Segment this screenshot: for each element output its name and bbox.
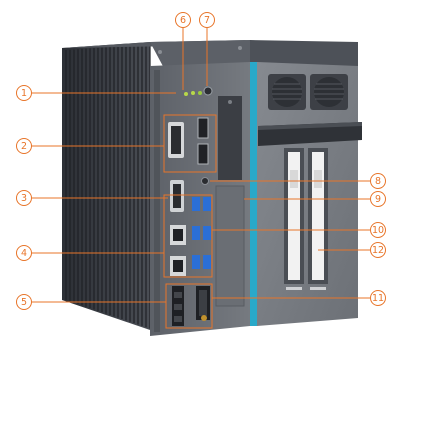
hdmi-port-1 [197,117,209,139]
lan-port-1 [170,225,186,245]
slot-cover [218,96,242,180]
pcie-slot-2 [308,148,328,284]
callout-marker-12: 12 [370,242,386,258]
callout-marker-5: 5 [16,294,32,310]
chassis-top [62,40,358,70]
callout-number: 11 [372,293,384,304]
dvi-port [168,122,184,158]
callout-number: 9 [375,194,381,205]
callout-circle [370,173,386,189]
callout-circle [16,85,32,101]
callout-circle [370,290,386,306]
callout-circle [16,190,32,206]
pcie-slot-1 [284,148,304,284]
callout-marker-11: 11 [370,290,386,306]
callout-number: 2 [21,141,27,152]
callout-circle [16,138,32,154]
module-handle [258,122,362,146]
fan-grille-left [268,74,306,110]
heatsink-side [62,42,151,330]
callout-number: 12 [372,245,384,256]
front-io [168,86,245,326]
callout-circle [370,242,386,258]
com-port [170,180,184,212]
ground-screw [201,315,207,321]
callout-circle [199,12,215,28]
callout-number: 10 [372,225,384,236]
callout-number: 3 [21,193,27,204]
callout-circle [16,294,32,310]
callout-marker-6: 6 [175,12,191,28]
callout-number: 5 [21,297,27,308]
callout-number: 7 [204,15,210,26]
callout-number: 8 [375,176,381,187]
antenna-connector [201,177,209,185]
fan-grille-right [310,74,348,110]
callout-marker-2: 2 [16,138,32,154]
callout-marker-10: 10 [370,222,386,238]
lan-port-2 [170,256,186,276]
dc-terminal-block [172,286,184,326]
usb-ports [192,197,211,269]
dio-connector [196,286,210,320]
callout-circle [370,222,386,238]
callout-marker-9: 9 [370,191,386,207]
accent-stripe [250,62,257,326]
callout-lines [30,28,370,329]
callout-marker-7: 7 [199,12,215,28]
callout-circle [370,191,386,207]
callout-marker-1: 1 [16,85,32,101]
hdmi-port-2 [197,143,209,165]
callout-circle [16,245,32,261]
callout-number: 1 [21,88,27,99]
callout-number: 6 [180,15,186,26]
power-button[interactable] [203,86,213,96]
callout-marker-4: 4 [16,245,32,261]
callout-marker-8: 8 [370,173,386,189]
callout-number: 4 [21,248,27,259]
status-leds [184,91,202,96]
card-slot [215,185,245,307]
callout-marker-3: 3 [16,190,32,206]
expansion-module [257,62,362,326]
callout-circle [175,12,191,28]
